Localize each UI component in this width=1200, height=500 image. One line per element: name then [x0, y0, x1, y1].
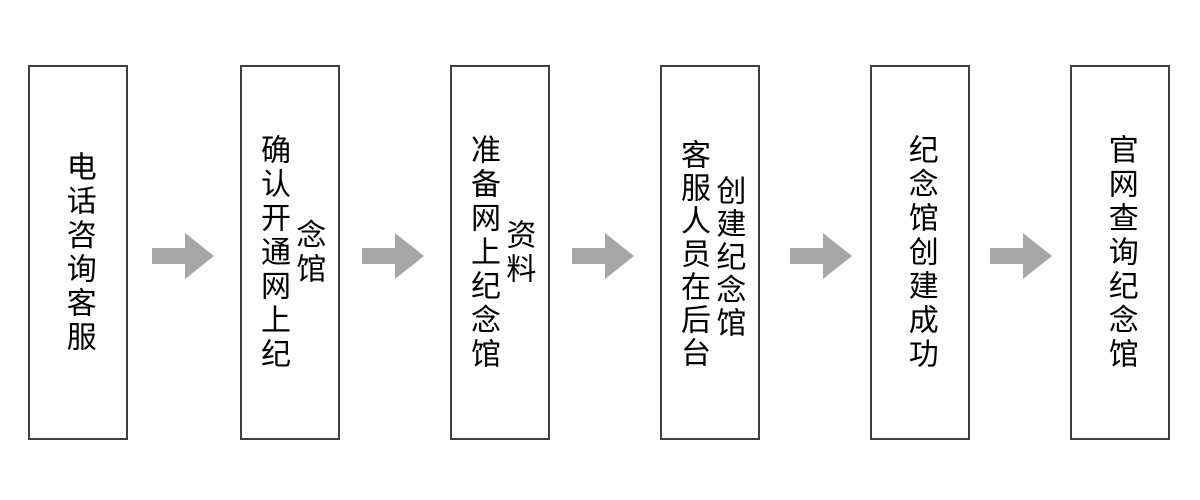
process-node-step-3[interactable]: 准备网上纪念馆资料 — [450, 65, 550, 440]
process-node-label-column-2: 创建纪念馆 — [710, 175, 746, 340]
process-node-label: 准备网上纪念馆资料 — [465, 133, 536, 372]
process-node-label: 官网查询纪念馆 — [1102, 133, 1138, 372]
flow-arrow-1 — [152, 233, 214, 279]
process-node-step-5[interactable]: 纪念馆创建成功 — [870, 65, 970, 440]
process-node-label: 确认开通网上纪念馆 — [255, 133, 326, 372]
process-node-step-1[interactable]: 电话咨询客服 — [28, 65, 128, 440]
flow-arrow-4 — [790, 233, 852, 279]
process-node-label-column-1: 客服人员在后台 — [675, 139, 710, 370]
process-node-step-4[interactable]: 客服人员在后台 创建纪念馆 — [660, 65, 760, 440]
process-node-label: 纪念馆创建成功 — [902, 133, 938, 372]
process-node-label: 电话咨询客服 — [60, 150, 96, 355]
process-node-step-2[interactable]: 确认开通网上纪念馆 — [240, 65, 340, 440]
flow-arrow-2 — [362, 233, 424, 279]
process-node-step-6[interactable]: 官网查询纪念馆 — [1070, 65, 1170, 440]
flow-arrow-3 — [572, 233, 634, 279]
flow-arrow-5 — [990, 233, 1052, 279]
